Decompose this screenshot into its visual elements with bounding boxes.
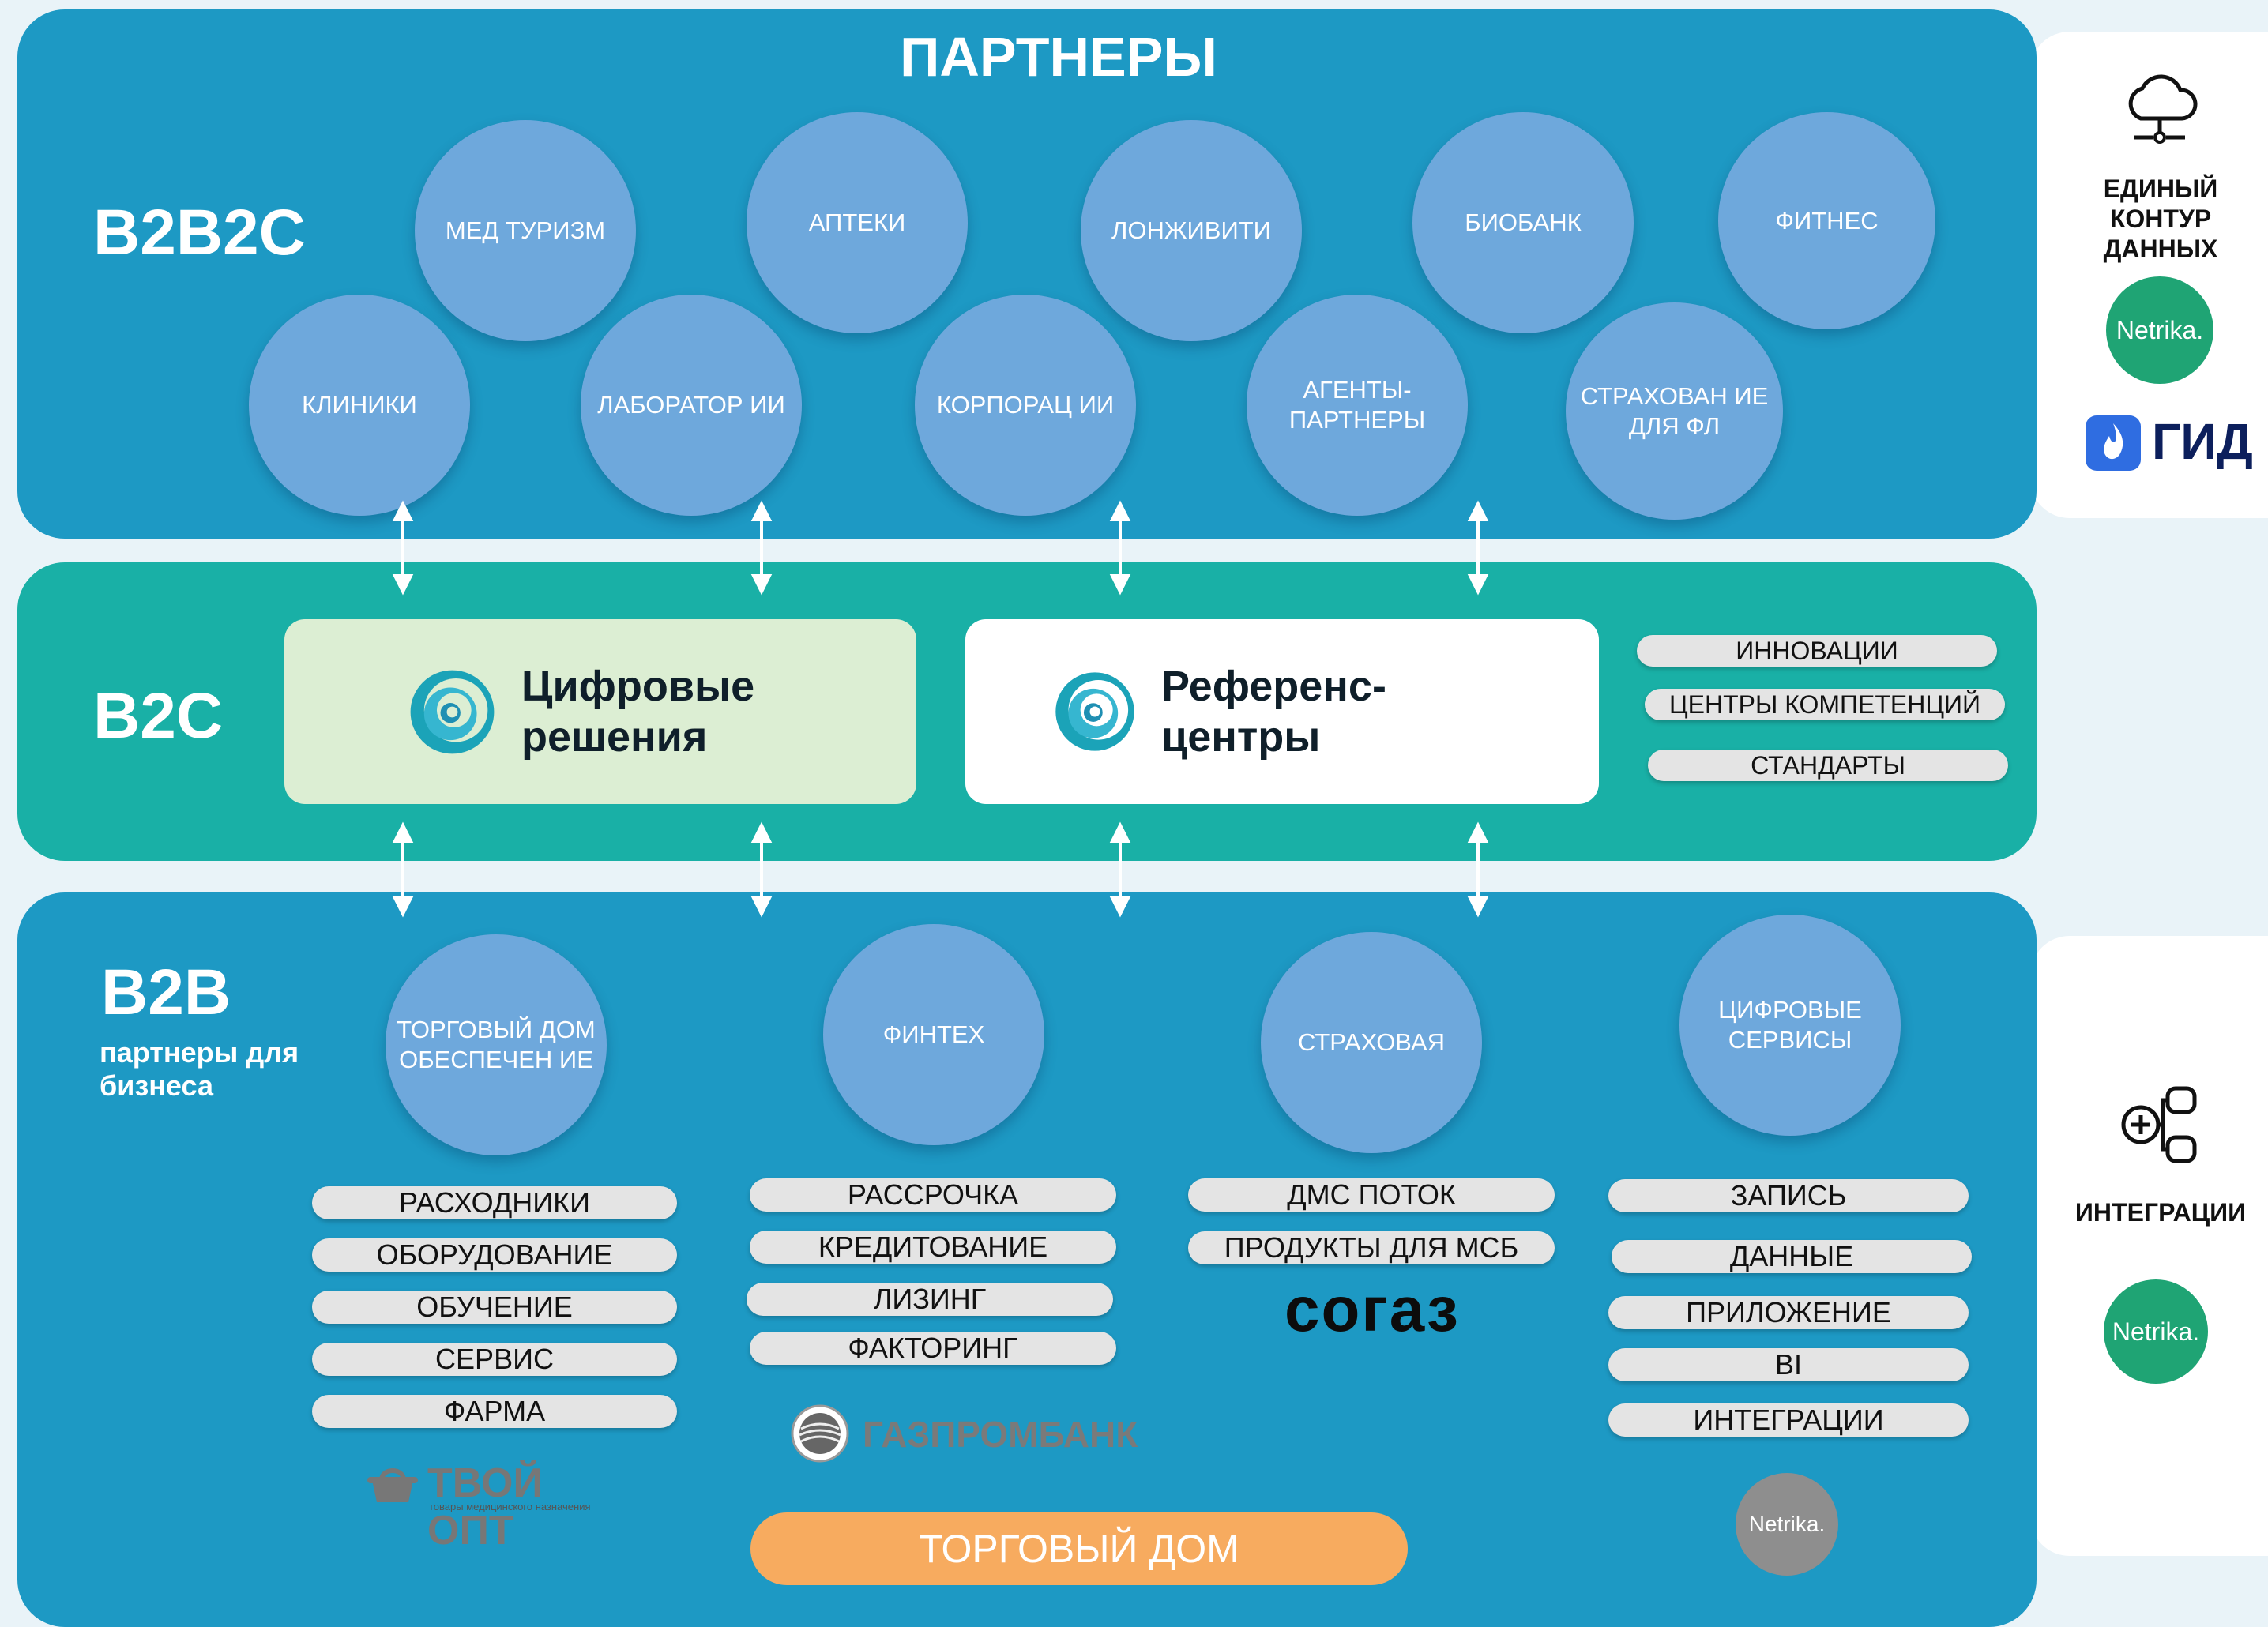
b2b2c-level-label: B2B2C xyxy=(93,197,306,269)
partners-title: ПАРТНЕРЫ xyxy=(900,26,1217,88)
digital-solutions-label: Цифровые решения xyxy=(521,663,755,761)
ring-logo-icon xyxy=(1055,672,1134,751)
netrika-logo-grey: Netrika. xyxy=(1736,1473,1838,1576)
pill-sme-products[interactable]: ПРОДУКТЫ ДЛЯ МСБ xyxy=(1188,1231,1555,1264)
arrow-top-3 xyxy=(1109,500,1131,596)
pill-data[interactable]: ДАННЫЕ xyxy=(1612,1240,1972,1273)
b2b-circle-digital-services[interactable]: ЦИФРОВЫЕ СЕРВИСЫ xyxy=(1679,915,1901,1136)
pill-installment[interactable]: РАССРОЧКА xyxy=(750,1178,1116,1212)
pill-competence-centers[interactable]: ЦЕНТРЫ КОМПЕТЕНЦИЙ xyxy=(1645,689,2005,720)
gid-flame-icon xyxy=(2086,415,2141,471)
integrations-sidebar xyxy=(2030,936,2268,1556)
basket-icon xyxy=(367,1468,418,1502)
b2c-level-label: B2C xyxy=(93,680,224,752)
b2b-level-label: B2B xyxy=(101,956,231,1028)
arrow-top-1 xyxy=(392,500,414,596)
partner-circle-biobank[interactable]: БИОБАНК xyxy=(1412,112,1634,333)
globe-icon xyxy=(791,1404,849,1463)
arrow-bot-2 xyxy=(750,821,773,918)
pill-lending[interactable]: КРЕДИТОВАНИЕ xyxy=(750,1231,1116,1264)
pill-dms-flow[interactable]: ДМС ПОТОК xyxy=(1188,1178,1555,1212)
arrow-bot-4 xyxy=(1467,821,1489,918)
partner-circle-laboratories[interactable]: ЛАБОРАТОР ИИ xyxy=(581,295,802,516)
pill-pharma[interactable]: ФАРМА xyxy=(312,1395,677,1428)
integration-icon xyxy=(2121,1086,2197,1163)
tvoy-opt-logo: ТВОЙ ОПТ товары медицинского назначения xyxy=(367,1460,636,1554)
pill-application[interactable]: ПРИЛОЖЕНИЕ xyxy=(1608,1296,1969,1329)
b2b-circle-trade-house[interactable]: ТОРГОВЫЙ ДОМ ОБЕСПЕЧЕН ИЕ xyxy=(386,934,607,1155)
digital-solutions-card[interactable]: Цифровые решения xyxy=(284,619,916,804)
pill-innovations[interactable]: ИННОВАЦИИ xyxy=(1637,635,1997,667)
gazprombank-text: ГАЗПРОМБАНК xyxy=(863,1414,1138,1455)
pill-integrations[interactable]: ИНТЕГРАЦИИ xyxy=(1608,1403,1969,1437)
partner-circle-med-tourism[interactable]: МЕД ТУРИЗМ xyxy=(415,120,636,341)
pill-bi[interactable]: BI xyxy=(1608,1348,1969,1381)
partner-circle-fitness[interactable]: ФИТНЕС xyxy=(1718,112,1935,329)
pill-training[interactable]: ОБУЧЕНИЕ xyxy=(312,1291,677,1324)
pill-equipment[interactable]: ОБОРУДОВАНИЕ xyxy=(312,1238,677,1272)
b2b-level-subtitle: партнеры для бизнеса xyxy=(100,1036,299,1102)
pill-booking[interactable]: ЗАПИСЬ xyxy=(1608,1179,1969,1212)
data-contour-sidebar xyxy=(2030,32,2268,518)
b2b-circle-fintech[interactable]: ФИНТЕХ xyxy=(823,924,1044,1145)
partner-circle-longevity[interactable]: ЛОНЖИВИТИ xyxy=(1081,120,1302,341)
netrika-logo: Netrika. xyxy=(2106,276,2213,384)
partner-circle-clinics[interactable]: КЛИНИКИ xyxy=(249,295,470,516)
ring-logo-icon xyxy=(410,670,495,753)
integrations-label: ИНТЕГРАЦИИ xyxy=(2074,1198,2247,1227)
partner-circle-corporations[interactable]: КОРПОРАЦ ИИ xyxy=(915,295,1136,516)
partner-circle-agents[interactable]: АГЕНТЫ- ПАРТНЕРЫ xyxy=(1247,295,1468,516)
sogaz-logo: согаз xyxy=(1284,1274,1460,1344)
tvoy-opt-tagline: товары медицинского назначения xyxy=(429,1501,591,1512)
arrow-top-4 xyxy=(1467,500,1489,596)
arrow-bot-3 xyxy=(1109,821,1131,918)
netrika-logo-integrations: Netrika. xyxy=(2104,1279,2208,1384)
data-contour-label: ЕДИНЫЙ КОНТУР ДАННЫХ xyxy=(2103,175,2218,263)
reference-centers-label: Референс- центры xyxy=(1161,663,1386,761)
pill-factoring[interactable]: ФАКТОРИНГ xyxy=(750,1332,1116,1365)
gid-text: ГИД xyxy=(2152,413,2253,470)
gazprombank-logo: ГАЗПРОМБАНК xyxy=(790,1402,1138,1465)
reference-centers-card[interactable]: Референс- центры xyxy=(965,619,1599,804)
pill-standards[interactable]: СТАНДАРТЫ xyxy=(1648,750,2008,781)
pill-leasing[interactable]: ЛИЗИНГ xyxy=(747,1283,1113,1316)
arrow-top-2 xyxy=(750,500,773,596)
arrow-bot-1 xyxy=(392,821,414,918)
trade-house-button[interactable]: ТОРГОВЫЙ ДОМ xyxy=(750,1512,1408,1585)
pill-consumables[interactable]: РАСХОДНИКИ xyxy=(312,1186,677,1219)
tvoy-opt-text: ТВОЙ ОПТ xyxy=(427,1460,543,1554)
b2b-circle-insurance[interactable]: СТРАХОВАЯ xyxy=(1261,932,1482,1153)
partner-circle-pharmacies[interactable]: АПТЕКИ xyxy=(747,112,968,333)
cloud-network-icon xyxy=(2128,74,2198,144)
pill-service[interactable]: СЕРВИС xyxy=(312,1343,677,1376)
gid-logo: ГИД xyxy=(2084,412,2268,475)
partner-circle-insurance-individuals[interactable]: СТРАХОВАН ИЕ ДЛЯ ФЛ xyxy=(1566,302,1783,520)
